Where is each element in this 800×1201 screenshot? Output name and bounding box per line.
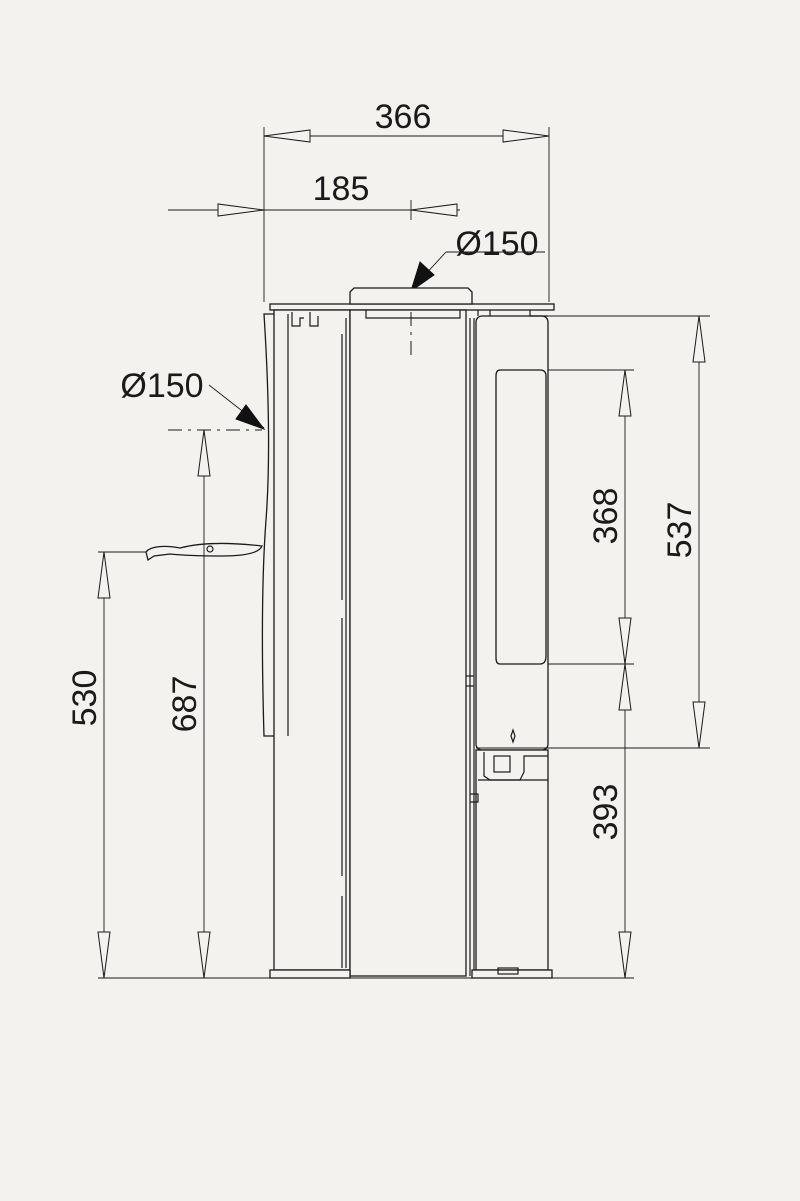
rear-flue-height-label: 687 (166, 676, 204, 733)
arrow-left-icon (410, 203, 458, 217)
arrow-right-icon (217, 203, 265, 217)
base-height-label: 393 (587, 784, 625, 841)
rear-flue-diameter-callout: Ø150 (120, 367, 266, 431)
arrow-right-icon (502, 129, 550, 143)
flue-offset-dimension: 185 (168, 170, 460, 220)
handle-height-label: 530 (66, 670, 104, 727)
width-label: 366 (375, 98, 432, 136)
stove-body (145, 287, 555, 979)
arrow-left-icon (263, 129, 311, 143)
rear-flue-diameter-label: Ø150 (120, 367, 203, 405)
body-top-height-label: 537 (661, 502, 699, 559)
door-height-dimension: 368 (587, 369, 632, 665)
door-height-label: 368 (587, 488, 625, 545)
top-flue-diameter-callout: Ø150 (410, 225, 545, 293)
base-height-dimension: 393 (587, 663, 632, 979)
handle-height-dimension: 530 (66, 551, 111, 979)
top-flue-diameter-label: Ø150 (455, 225, 538, 263)
body-top-height-dimension: 537 (661, 315, 706, 749)
rear-flue-height-dimension: 687 (166, 429, 211, 979)
width-dimension: 366 (263, 98, 550, 302)
flue-offset-label: 185 (313, 170, 370, 208)
